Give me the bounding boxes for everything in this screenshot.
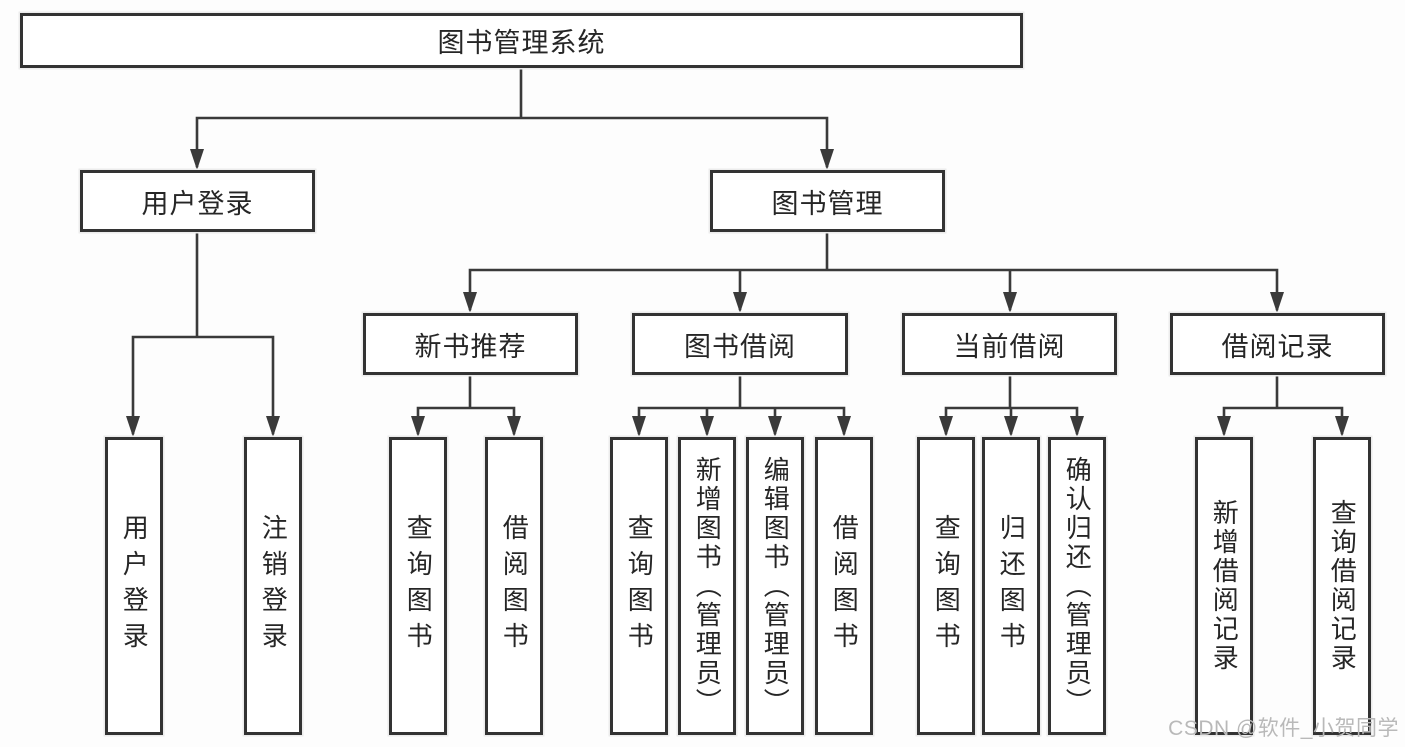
connector-recommendation-to-leaves (416, 373, 516, 435)
node-label: 用户登录 (141, 188, 254, 219)
node-label: 新增借阅记录 (1209, 499, 1240, 673)
node-borrow-add-books-admin: 新增图书（管理员） (678, 437, 736, 735)
arrowhead-icon (733, 292, 747, 313)
arrowhead-icon (1003, 292, 1017, 313)
node-records-add-record: 新增借阅记录 (1195, 437, 1253, 735)
node-recommend-query-books: 查询图书 (389, 437, 447, 735)
connector-book-management-to-level3 (468, 230, 1279, 311)
node-label: 查询图书 (931, 514, 962, 658)
node-library-management-system: 图书管理系统 (20, 13, 1023, 68)
node-user-login: 用户登录 (80, 170, 315, 232)
node-book-management: 图书管理 (710, 170, 945, 232)
node-borrow-borrow-books: 借阅图书 (815, 437, 873, 735)
node-label: 新增图书（管理员） (692, 455, 723, 717)
node-label: 编辑图书（管理员） (760, 455, 791, 717)
node-records-query-record: 查询借阅记录 (1313, 437, 1371, 735)
node-label: 用户登录 (119, 514, 150, 658)
connector-borrowing-to-leaves (637, 373, 846, 435)
arrowhead-icon (507, 416, 521, 437)
node-label: 查询借阅记录 (1327, 499, 1358, 673)
arrowhead-icon (126, 416, 140, 437)
node-label: 当前借阅 (953, 331, 1066, 362)
arrowhead-icon (1335, 416, 1349, 437)
arrowhead-icon (1070, 416, 1084, 437)
node-current-confirm-return-admin: 确认归还（管理员） (1048, 437, 1106, 735)
arrowhead-icon (700, 416, 714, 437)
node-borrow-query-books: 查询图书 (610, 437, 668, 735)
arrowhead-icon (939, 416, 953, 437)
node-label: 借阅记录 (1221, 331, 1334, 362)
node-recommend-borrow-books: 借阅图书 (485, 437, 543, 735)
arrowhead-icon (190, 149, 204, 170)
arrowhead-icon (411, 416, 425, 437)
arrowhead-icon (463, 292, 477, 313)
arrowhead-icon (632, 416, 646, 437)
node-label: 查询图书 (403, 514, 434, 658)
arrowhead-icon (266, 416, 280, 437)
node-current-return-books: 归还图书 (982, 437, 1040, 735)
arrowhead-icon (837, 416, 851, 437)
node-label: 查询图书 (624, 514, 655, 658)
node-current-borrowing: 当前借阅 (902, 313, 1117, 375)
node-borrowing-records: 借阅记录 (1170, 313, 1385, 375)
node-book-borrowing: 图书借阅 (632, 313, 848, 375)
node-label: 新书推荐 (414, 331, 527, 362)
node-user-login-action: 用户登录 (105, 437, 163, 735)
node-label: 图书管理 (771, 188, 884, 219)
node-label: 归还图书 (996, 514, 1027, 658)
node-label: 确认归还（管理员） (1062, 455, 1093, 717)
connector-root-to-level2 (195, 66, 829, 168)
node-current-query-books: 查询图书 (917, 437, 975, 735)
node-label: 借阅图书 (499, 514, 530, 658)
arrowhead-icon (768, 416, 782, 437)
arrowhead-icon (1270, 292, 1284, 313)
arrowhead-icon (1004, 416, 1018, 437)
csdn-watermark: CSDN @软件_小贺同学 (1168, 717, 1399, 740)
node-borrow-edit-books-admin: 编辑图书（管理员） (746, 437, 804, 735)
arrowhead-icon (820, 149, 834, 170)
node-label: 借阅图书 (829, 514, 860, 658)
node-logout-action: 注销登录 (244, 437, 302, 735)
connector-records-to-leaves (1222, 373, 1344, 435)
node-label: 图书管理系统 (437, 28, 606, 58)
node-new-book-recommendation: 新书推荐 (363, 313, 578, 375)
connector-user-login-to-leaves (131, 230, 275, 435)
node-label: 图书借阅 (684, 331, 796, 362)
arrowhead-icon (1217, 416, 1231, 437)
node-label: 注销登录 (258, 514, 289, 658)
